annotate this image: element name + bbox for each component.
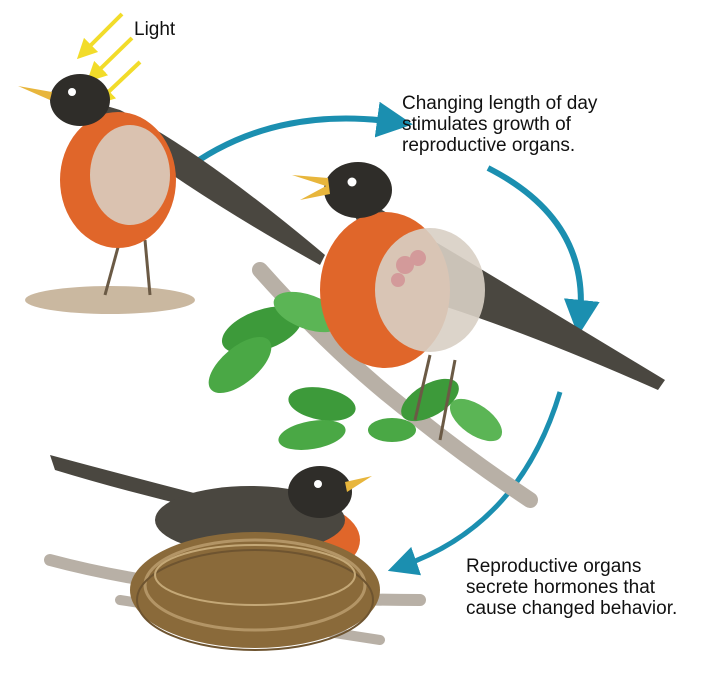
robin-in-nest xyxy=(50,455,420,650)
robin-beak xyxy=(345,476,372,492)
caption-line: stimulates growth of xyxy=(402,114,597,135)
light-label: Light xyxy=(134,19,175,40)
caption-line: cause changed behavior. xyxy=(466,598,677,619)
hormone-behavior-caption: Reproductive organs secrete hormones tha… xyxy=(466,556,677,619)
day-length-caption: Changing length of day stimulates growth… xyxy=(402,93,597,156)
robin-head xyxy=(324,162,392,218)
caption-line: reproductive organs. xyxy=(402,135,597,156)
ground-patch xyxy=(25,286,195,314)
organ-inset-small xyxy=(90,125,170,225)
organ-inset-large xyxy=(375,228,485,352)
caption-line: secrete hormones that xyxy=(466,577,677,598)
robin-standing xyxy=(18,74,325,314)
robin-head xyxy=(288,466,352,518)
robin-beak xyxy=(292,175,330,200)
caption-line: Changing length of day xyxy=(402,93,597,114)
robin-beak xyxy=(18,86,52,100)
caption-line: Reproductive organs xyxy=(466,556,677,577)
robin-head xyxy=(50,74,110,126)
